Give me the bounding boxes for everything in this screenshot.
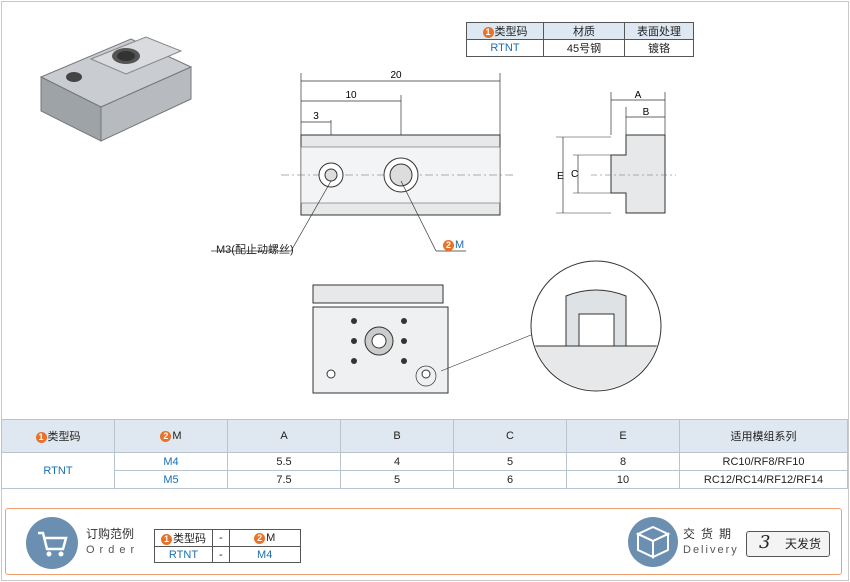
cell-m: M5 <box>114 470 228 489</box>
delivery-days: 3 <box>759 532 771 553</box>
number-badge: 2 <box>160 430 172 442</box>
cell-a: 5.5 <box>227 452 341 471</box>
delivery-days-label: 天发货 <box>785 537 822 551</box>
spec-header-e: E <box>566 419 680 453</box>
table-row: RTNT M4 5.5 4 5 8 RC10/RF8/RF10 <box>1 452 848 489</box>
number-badge: 2 <box>254 532 266 544</box>
cell-b: 4 <box>340 452 454 471</box>
cell-c: 5 <box>453 452 567 471</box>
order-title: 订购范例 <box>86 527 135 541</box>
cell-c: 6 <box>453 470 567 489</box>
top-view-drawing: 20 10 3 <box>281 70 516 216</box>
product-photo <box>39 36 193 142</box>
number-badge: 1 <box>482 26 494 38</box>
header-material: 材质 <box>543 22 625 40</box>
cell-b: 5 <box>340 470 454 489</box>
table-row: M5 7.5 5 6 10 RC12/RC14/RF12/RF14 <box>2 470 848 489</box>
cell-series: RC10/RF8/RF10 <box>679 452 848 471</box>
cart-icon <box>26 517 78 569</box>
example-m: M4 <box>228 546 301 563</box>
cell-m: M4 <box>114 452 228 471</box>
example-code: RTNT <box>154 546 213 563</box>
cell-e: 10 <box>566 470 680 489</box>
delivery-days-badge: 3 天发货 <box>746 531 830 557</box>
spec-header-b: B <box>340 419 454 453</box>
header-surface: 表面处理 <box>624 22 694 40</box>
delivery-title: 交货期 <box>683 527 738 541</box>
dim-c: C <box>571 169 578 180</box>
example-dash: - <box>212 529 230 547</box>
spec-header-series: 适用模组系列 <box>679 419 848 453</box>
cell-e: 8 <box>566 452 680 471</box>
cell-series: RC12/RC14/RF12/RF14 <box>679 470 848 489</box>
number-badge: 2 <box>443 239 454 251</box>
delivery-box-icon <box>628 517 678 567</box>
number-badge: 1 <box>161 533 172 545</box>
side-view-drawing: A B E C <box>556 90 676 214</box>
label-m3: M3(配止动螺丝) <box>216 244 294 256</box>
delivery-subtitle: Delivery <box>683 544 739 556</box>
example-dash: - <box>212 546 230 563</box>
order-subtitle: Order <box>86 544 140 556</box>
dim-20: 20 <box>390 70 402 81</box>
cell-surface: 镀铬 <box>624 39 694 57</box>
number-badge: 1 <box>35 431 47 443</box>
spec-header-a: A <box>227 419 341 453</box>
dim-10: 10 <box>345 90 357 101</box>
cell-material: 45号钢 <box>543 39 625 57</box>
spec-header-c: C <box>453 419 567 453</box>
dim-b: B <box>643 107 650 118</box>
assembly-view-drawing <box>312 284 449 394</box>
cell-type-code: RTNT <box>1 452 115 489</box>
leader-lines <box>211 180 466 252</box>
dim-3: 3 <box>313 111 319 122</box>
dim-a: A <box>635 90 642 101</box>
cell-type-code: RTNT <box>466 39 544 57</box>
cell-a: 7.5 <box>227 470 341 489</box>
detail-magnifier <box>440 260 662 392</box>
dim-e: E <box>557 171 564 182</box>
